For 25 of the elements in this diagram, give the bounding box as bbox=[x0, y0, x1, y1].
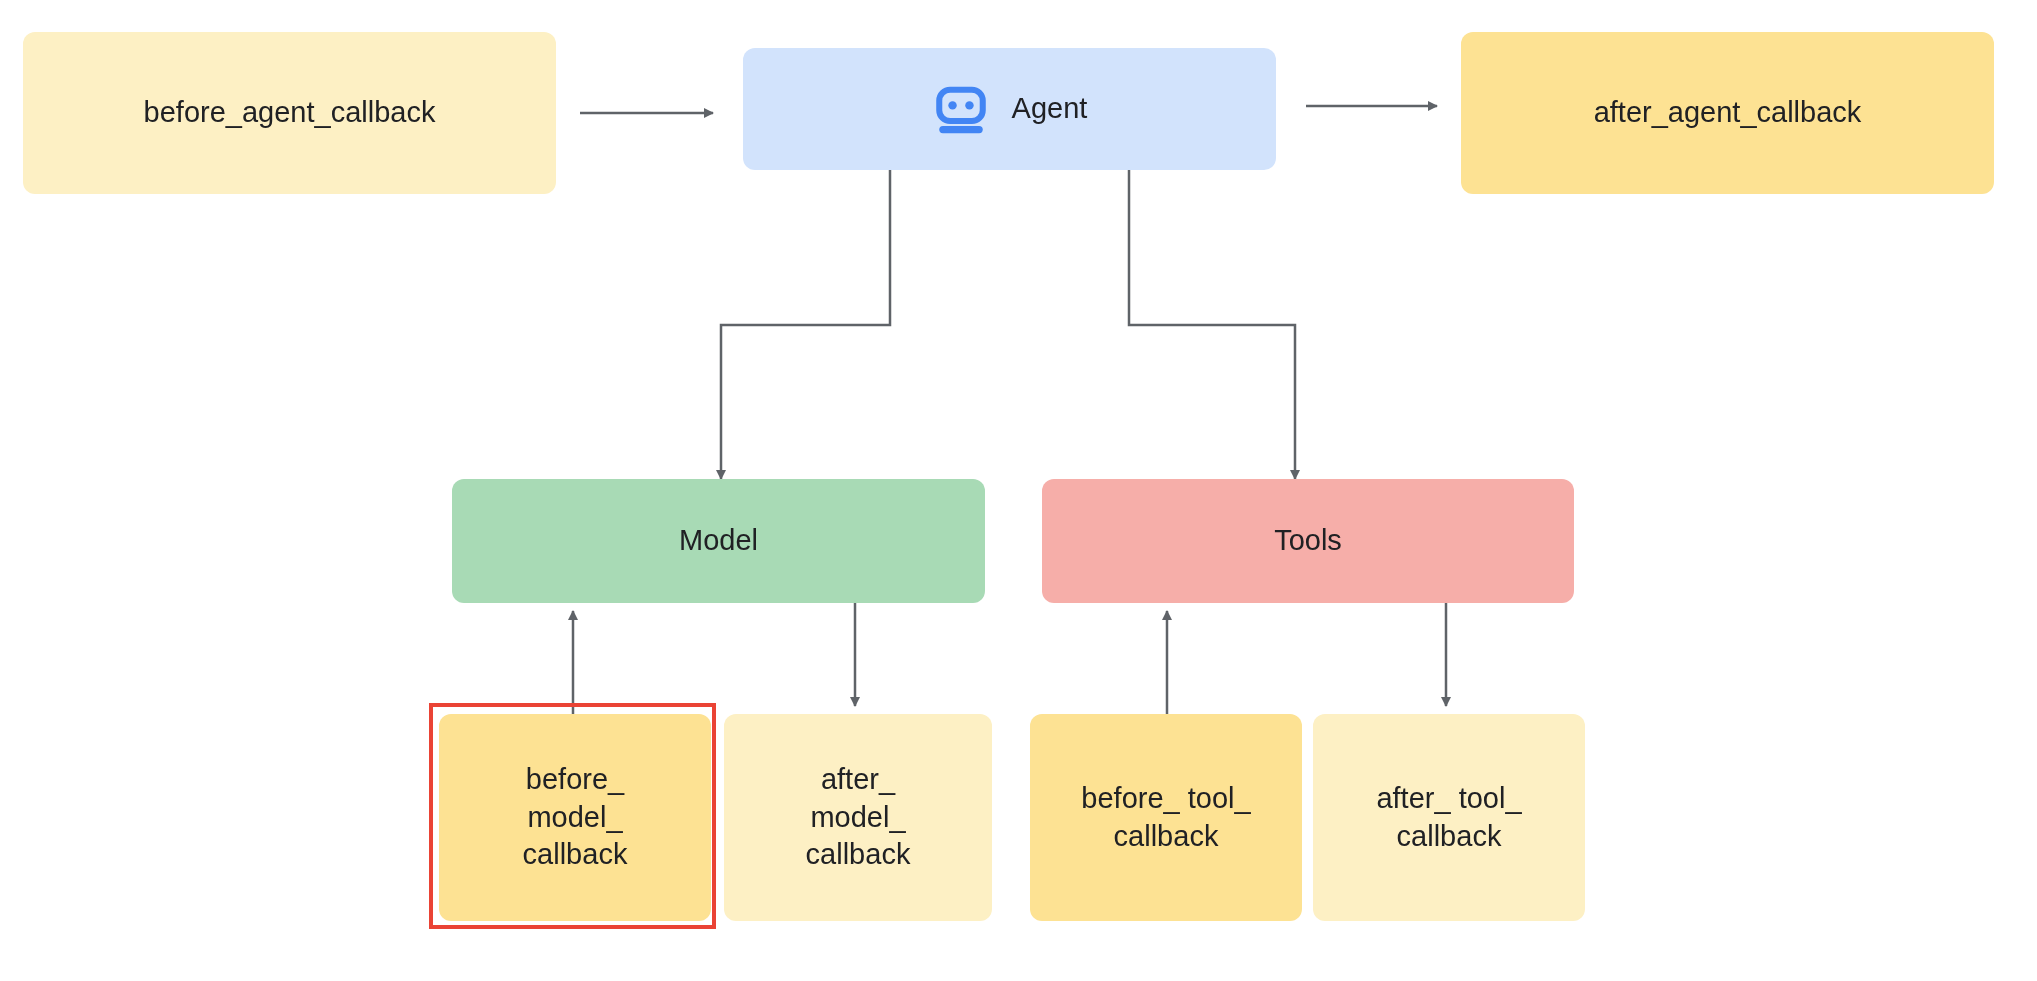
model-box bbox=[452, 479, 985, 603]
arrow bbox=[580, 108, 714, 118]
node-label: after_ model_ callback bbox=[804, 761, 912, 873]
callback-box bbox=[724, 714, 992, 921]
callback-box bbox=[1313, 714, 1585, 921]
node-label: Agent bbox=[1011, 91, 1088, 127]
callback-box bbox=[1461, 32, 1994, 194]
node-label: after_ tool_ callback bbox=[1375, 780, 1523, 854]
arrow bbox=[1162, 610, 1172, 714]
arrow bbox=[850, 603, 860, 707]
agent-box bbox=[743, 48, 1276, 170]
arrow bbox=[1306, 101, 1438, 111]
node-label: before_ model_ callback bbox=[521, 761, 629, 873]
node-label: Tools bbox=[1274, 523, 1342, 559]
node-label: after_agent_callback bbox=[1593, 95, 1862, 131]
arrow bbox=[568, 610, 578, 714]
arrow bbox=[1441, 603, 1451, 707]
tools-box bbox=[1042, 479, 1574, 603]
callback-box bbox=[23, 32, 556, 194]
callback-box bbox=[1030, 714, 1302, 921]
arrow bbox=[1127, 170, 1300, 480]
node-label: before_ tool_ callback bbox=[1081, 780, 1251, 854]
node-label: Model bbox=[679, 523, 758, 559]
arrow bbox=[716, 170, 892, 480]
node-label: before_agent_callback bbox=[143, 95, 436, 131]
